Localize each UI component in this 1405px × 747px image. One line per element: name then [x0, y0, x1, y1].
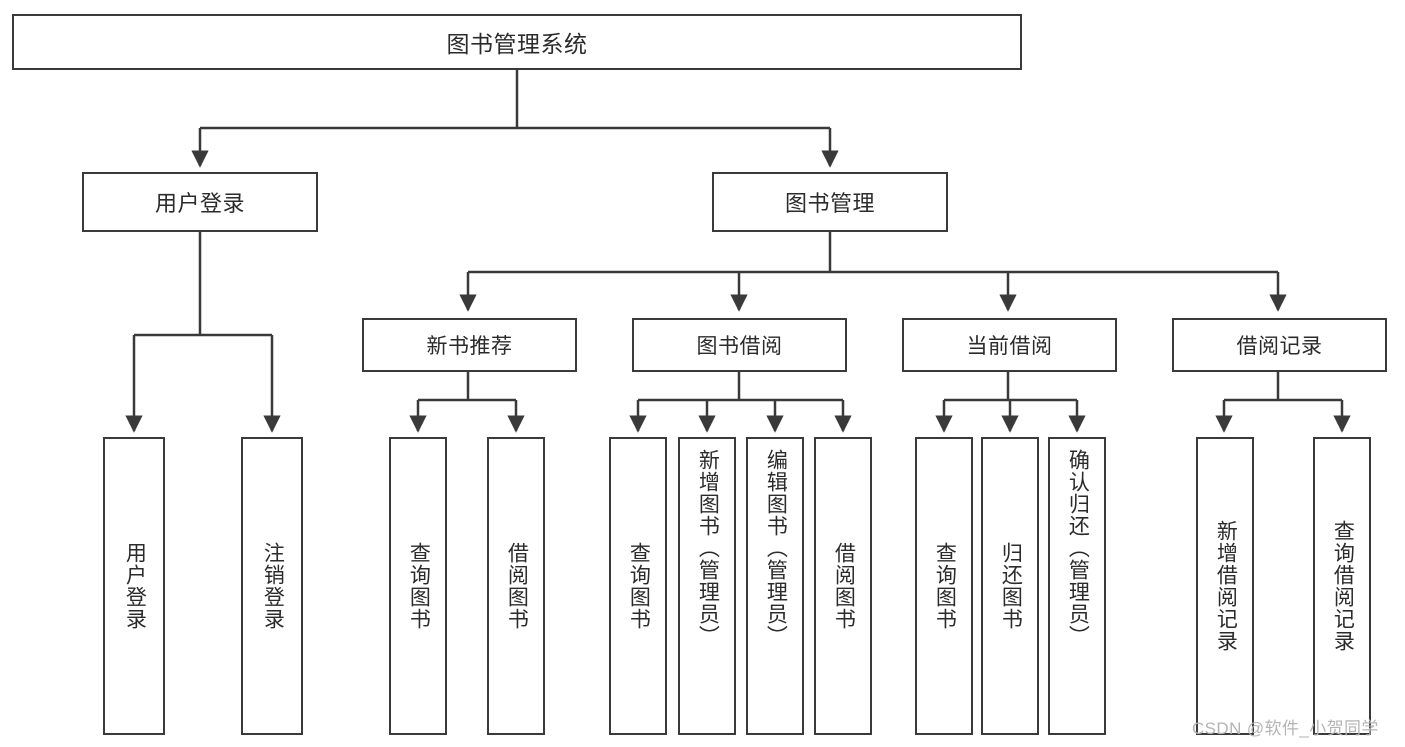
node-leaf-current-borrow-confirm[interactable]: 确认归还（管理员）	[1048, 437, 1106, 735]
node-borrow-record-label: 借阅记录	[1236, 335, 1323, 358]
node-book-borrow-label: 图书借阅	[696, 335, 783, 358]
node-leaf-book-borrow-query[interactable]: 查询图书	[609, 437, 667, 735]
node-root-book-management-system[interactable]: 图书管理系统	[12, 14, 1022, 70]
node-new-book-recommend[interactable]: 新书推荐	[362, 318, 577, 372]
node-leaf-current-borrow-return[interactable]: 归还图书	[981, 437, 1039, 735]
node-user-login-label: 用户登录	[154, 191, 245, 216]
node-leaf-new-book-query[interactable]: 查询图书	[389, 437, 447, 735]
node-leaf-book-borrow-add[interactable]: 新增图书（管理员）	[678, 437, 736, 735]
node-leaf-book-borrow-borrow[interactable]: 借阅图书	[814, 437, 872, 735]
node-leaf-borrow-record-add-label: 新增借阅记录	[1214, 520, 1238, 652]
node-leaf-new-book-borrow[interactable]: 借阅图书	[487, 437, 545, 735]
node-current-borrow[interactable]: 当前借阅	[902, 318, 1117, 372]
node-leaf-book-borrow-edit-label: 编辑图书（管理员）	[764, 449, 788, 647]
node-root-label: 图书管理系统	[446, 31, 588, 57]
node-leaf-borrow-record-add[interactable]: 新增借阅记录	[1196, 437, 1254, 735]
node-leaf-book-borrow-borrow-label: 借阅图书	[832, 542, 856, 630]
node-leaf-user-login-logout-label: 注销登录	[261, 542, 285, 630]
node-leaf-borrow-record-query[interactable]: 查询借阅记录	[1313, 437, 1371, 735]
node-leaf-user-login-logout[interactable]: 注销登录	[241, 437, 303, 735]
node-leaf-new-book-query-label: 查询图书	[407, 542, 431, 630]
node-leaf-new-book-borrow-label: 借阅图书	[505, 542, 529, 630]
node-leaf-user-login-login[interactable]: 用户登录	[103, 437, 165, 735]
node-leaf-book-borrow-add-label: 新增图书（管理员）	[696, 449, 720, 647]
node-leaf-current-borrow-query[interactable]: 查询图书	[915, 437, 973, 735]
node-borrow-record[interactable]: 借阅记录	[1172, 318, 1387, 372]
node-leaf-current-borrow-query-label: 查询图书	[933, 542, 957, 630]
node-user-login[interactable]: 用户登录	[82, 172, 318, 232]
node-book-management-label: 图书管理	[784, 191, 875, 216]
node-leaf-borrow-record-query-label: 查询借阅记录	[1331, 520, 1355, 652]
node-book-management[interactable]: 图书管理	[712, 172, 948, 232]
node-current-borrow-label: 当前借阅	[966, 335, 1053, 358]
node-leaf-book-borrow-query-label: 查询图书	[627, 542, 651, 630]
node-leaf-current-borrow-confirm-label: 确认归还（管理员）	[1066, 449, 1090, 647]
node-leaf-book-borrow-edit[interactable]: 编辑图书（管理员）	[746, 437, 804, 735]
csdn-watermark: CSDN @软件_小贺同学	[1192, 719, 1379, 738]
node-new-book-recommend-label: 新书推荐	[426, 335, 513, 358]
node-leaf-current-borrow-return-label: 归还图书	[999, 542, 1023, 630]
node-leaf-user-login-login-label: 用户登录	[123, 542, 147, 630]
node-book-borrow[interactable]: 图书借阅	[632, 318, 847, 372]
